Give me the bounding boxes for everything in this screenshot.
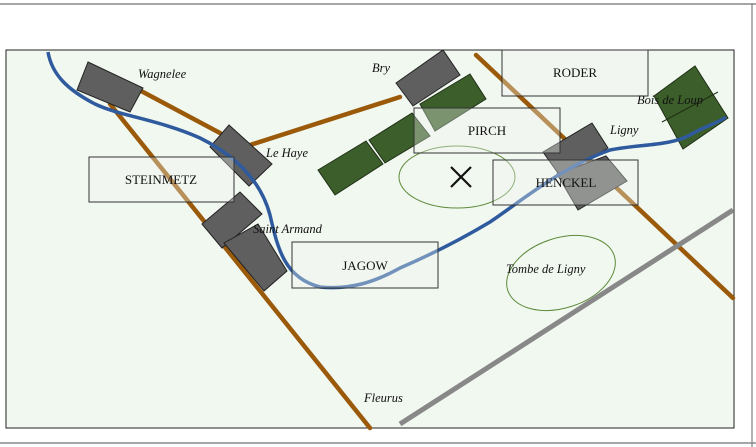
river [46,51,728,290]
unit-jagow-label: JAGOW [342,258,388,273]
road-to-fleurus [107,101,373,431]
unit-pirch-box [413,107,561,154]
label-wagnelee: Wagnelee [138,67,187,81]
unit-roder-box [501,49,649,97]
road-lehaye-bry [247,94,403,148]
woods-divider [661,91,719,123]
label-tombe-de-ligny: Tombe de Ligny [506,262,586,276]
unit-roder-label: RODER [553,65,597,80]
label-ligny: Ligny [609,123,639,137]
unit-henckel-label: HENCKEL [536,175,597,190]
map-area [5,49,735,429]
woods [368,112,431,164]
village-bry [395,49,461,107]
label-bry: Bry [372,61,391,75]
highway [398,207,735,427]
unit-jagow-box [291,241,439,289]
bois-de-loup-woods [653,65,729,150]
village-ligny [556,155,628,211]
unit-henckel-box [492,159,639,206]
tombe-de-ligny-hill [506,234,616,312]
unit-steinmetz-box [88,156,235,203]
village-le-haye [209,124,273,187]
label-bois-de-loup: Bois de Loup [637,93,703,107]
village-saint-armand [223,223,288,292]
hill [398,145,516,209]
label-saint-armand: Saint Armand [253,222,323,236]
label-fleurus: Fleurus [363,391,403,405]
unit-steinmetz-label: STEINMETZ [125,172,197,187]
village-wagnelee [76,61,144,113]
village-saint-armand [201,191,263,249]
cross-marker-icon [450,166,472,188]
woods [317,140,384,196]
unit-pirch-label: PIRCH [468,123,506,138]
road-wagnelee-lehaye [125,81,223,136]
village-ligny [542,122,609,177]
woods [419,73,487,132]
label-le-haye: Le Haye [265,146,308,160]
